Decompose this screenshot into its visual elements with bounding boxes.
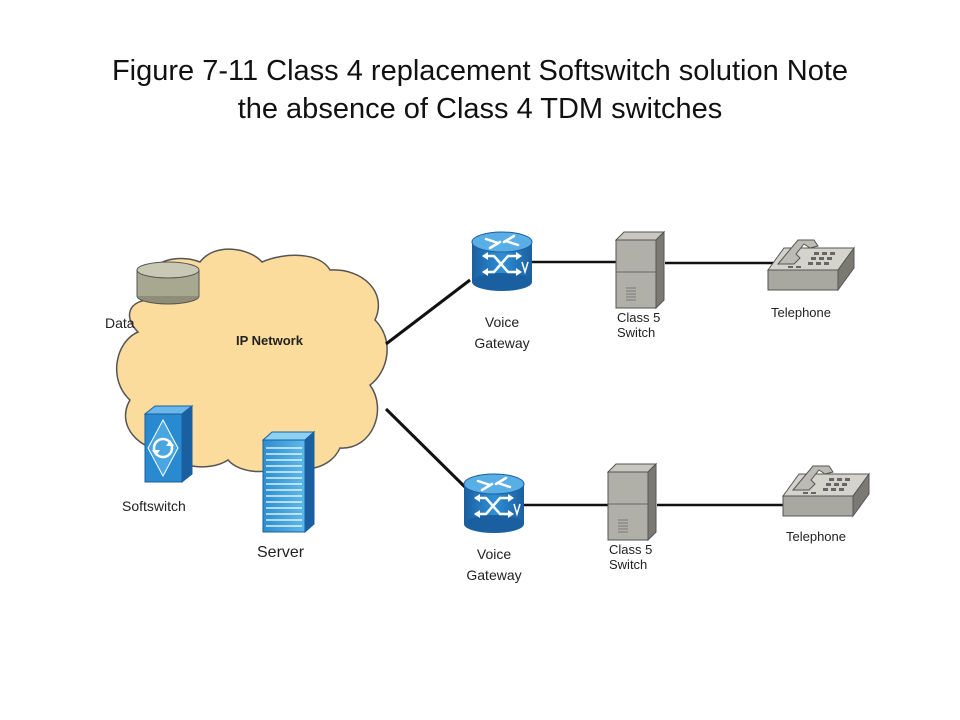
class5-switch-bottom-label: Class 5 Switch bbox=[609, 542, 652, 572]
class5-switch-top-label: Class 5 Switch bbox=[617, 310, 660, 340]
figure-title: Figure 7-11 Class 4 replacement Softswit… bbox=[0, 52, 960, 128]
telephone-top-label: Telephone bbox=[771, 305, 831, 320]
data-label: Data bbox=[105, 315, 135, 331]
server-icon bbox=[261, 430, 316, 534]
class5-switch-top-icon bbox=[615, 231, 665, 309]
link-cloud-gateway-top bbox=[385, 278, 471, 346]
network-links bbox=[384, 278, 472, 494]
voice-gateway-bottom-label: Voice Gateway bbox=[454, 545, 534, 584]
link-cloud-gateway-bottom bbox=[384, 407, 472, 494]
switch-label-line2: Switch bbox=[609, 557, 648, 572]
gateway-label-line2: Gateway bbox=[474, 335, 530, 351]
title-line-1: Figure 7-11 Class 4 replacement Softswit… bbox=[111, 55, 849, 87]
telephone-bottom-icon bbox=[782, 465, 870, 517]
switch-label-line1: Class 5 bbox=[617, 310, 661, 325]
telephone-bottom-label: Telephone bbox=[786, 529, 846, 544]
class5-switch-bottom-icon bbox=[607, 463, 657, 541]
server-label: Server bbox=[257, 544, 305, 561]
softswitch-label: Softswitch bbox=[122, 498, 186, 514]
gateway-label-line1: Voice bbox=[484, 314, 520, 330]
telephone-top-icon bbox=[767, 239, 855, 291]
switch-label-line2: Switch bbox=[617, 325, 656, 340]
voice-gateway-top-label: Voice Gateway bbox=[462, 313, 542, 352]
voice-gateway-bottom-icon bbox=[462, 472, 526, 535]
switch-label-line1: Class 5 bbox=[609, 542, 653, 557]
voice-gateway-top-icon bbox=[470, 230, 534, 293]
gateway-label-line1: Voice bbox=[476, 546, 512, 562]
title-line-2: the absence of Class 4 TDM switches bbox=[237, 93, 723, 125]
softswitch-icon bbox=[143, 404, 194, 484]
ip-network-label: IP Network bbox=[236, 333, 303, 348]
database-icon bbox=[136, 261, 200, 305]
gateway-label-line2: Gateway bbox=[466, 567, 522, 583]
